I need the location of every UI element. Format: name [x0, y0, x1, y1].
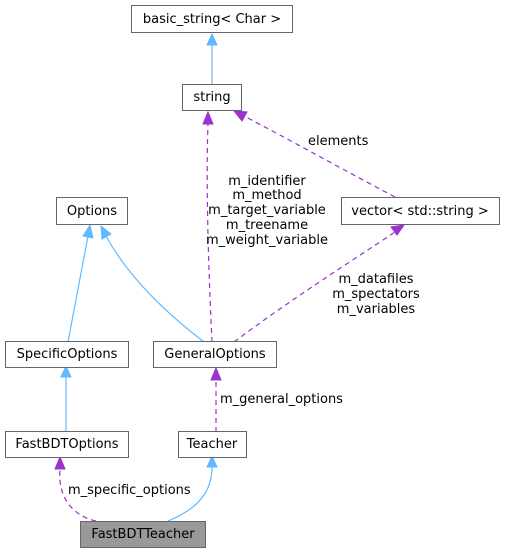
node-options[interactable]: Options	[56, 197, 128, 225]
node-specific-options[interactable]: SpecificOptions	[5, 341, 129, 368]
edge-label-elements: elements	[308, 134, 369, 149]
member-label: m_target_variable	[208, 203, 326, 218]
member-label: m_variables	[337, 302, 416, 317]
node-label: basic_string< Char >	[143, 12, 281, 27]
node-teacher[interactable]: Teacher	[178, 431, 247, 458]
node-label: FastBDTOptions	[15, 437, 118, 452]
edge-label-string-members: m_identifier m_method m_target_variable …	[206, 174, 328, 248]
edge-vector-uses-string	[232, 110, 396, 198]
member-label: m_weight_variable	[206, 233, 328, 248]
node-vector[interactable]: vector< std::string >	[341, 197, 500, 225]
edge-general-options-to-options	[100, 224, 205, 343]
node-general-options[interactable]: GeneralOptions	[153, 341, 277, 368]
edge-teacher-uses-general-options	[210, 366, 222, 432]
member-label: m_identifier	[228, 174, 306, 189]
member-label: m_spectators	[332, 287, 420, 302]
node-label: string	[193, 90, 230, 105]
node-string[interactable]: string	[182, 84, 242, 111]
member-label: m_treename	[226, 218, 308, 233]
edge-fastbdt-teacher-uses-fastbdt-options	[54, 455, 97, 522]
edge-general-options-uses-string	[202, 110, 214, 343]
edge-label-specific-options-member: m_specific_options	[68, 483, 191, 498]
member-label: m_method	[232, 188, 301, 203]
node-fastbdt-teacher[interactable]: FastBDTTeacher	[80, 521, 206, 548]
node-basic-string[interactable]: basic_string< Char >	[131, 5, 293, 33]
node-label: GeneralOptions	[164, 347, 266, 362]
node-label: SpecificOptions	[17, 347, 118, 362]
edge-label-vector-members: m_datafiles m_spectators m_variables	[332, 272, 420, 317]
node-label: Teacher	[186, 437, 238, 452]
edge-specific-options-to-options	[67, 223, 94, 343]
edge-fastbdt-teacher-to-teacher	[167, 454, 218, 522]
node-label: FastBDTTeacher	[91, 527, 195, 542]
node-label: vector< std::string >	[351, 204, 488, 219]
edge-general-options-uses-vector	[233, 224, 406, 343]
edge-label-general-options-member: m_general_options	[220, 392, 343, 407]
edge-string-to-basic-string	[206, 32, 218, 84]
edge-fastbdt-options-to-specific-options	[60, 364, 72, 432]
node-fastbdt-options[interactable]: FastBDTOptions	[5, 431, 129, 458]
node-label: Options	[67, 204, 117, 219]
member-label: m_datafiles	[338, 272, 413, 287]
